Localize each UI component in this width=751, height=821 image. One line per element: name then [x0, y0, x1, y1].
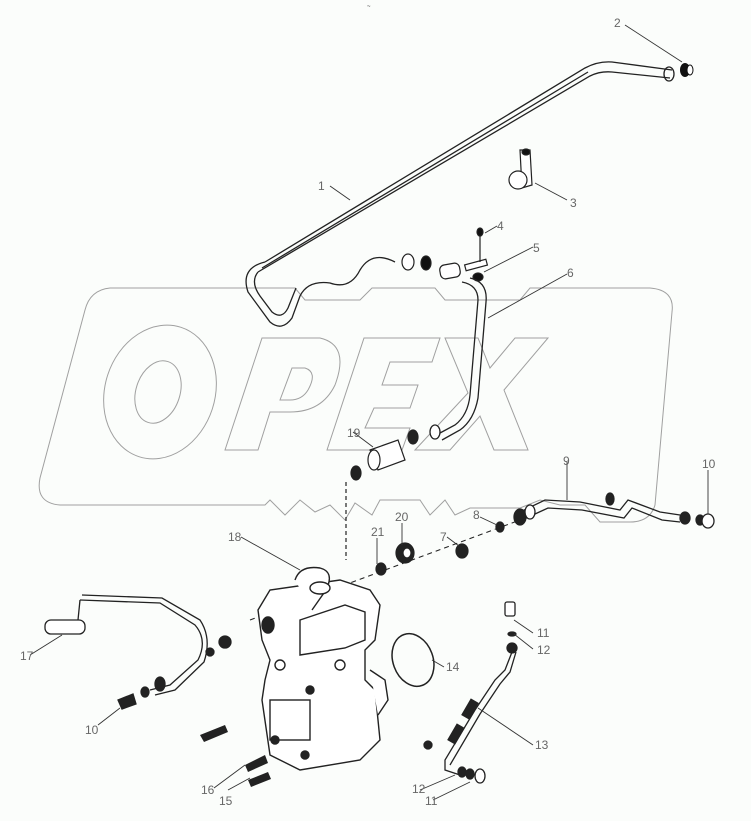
fittings-7-20-21 [375, 542, 469, 576]
part-13-oil-hose [423, 601, 518, 784]
callout-15[interactable]: 15 [219, 794, 233, 808]
callout-1[interactable]: 1 [318, 179, 325, 193]
callout-12-top[interactable]: 12 [537, 643, 551, 657]
callout-13[interactable]: 13 [535, 738, 549, 752]
callout-9[interactable]: 9 [563, 454, 570, 468]
callout-14[interactable]: 14 [446, 660, 460, 674]
callout-17[interactable]: 17 [20, 649, 34, 663]
callout-5[interactable]: 5 [533, 241, 540, 255]
part-18-air-compressor [257, 566, 389, 771]
part-19-rubber-hose [345, 429, 419, 560]
header-mark: ~ [367, 4, 371, 10]
callout-18[interactable]: 18 [228, 530, 242, 544]
callout-16[interactable]: 16 [201, 783, 215, 797]
callout-21[interactable]: 21 [371, 525, 385, 539]
part-9-pipe-assembly [495, 492, 715, 533]
leader-lines [29, 24, 709, 801]
callout-10-left[interactable]: 10 [85, 723, 99, 737]
callout-11-bottom[interactable]: 11 [425, 794, 438, 808]
callout-4[interactable]: 4 [497, 219, 504, 233]
callout-10-right[interactable]: 10 [702, 457, 716, 471]
callout-8[interactable]: 8 [473, 508, 480, 522]
callout-6[interactable]: 6 [567, 266, 574, 280]
part-17-coolant-pipe [44, 594, 232, 710]
callout-2[interactable]: 2 [614, 16, 621, 30]
part-3-bracket [508, 148, 533, 190]
part-6-bent-pipe [429, 277, 487, 441]
opex-watermark [38, 287, 673, 523]
callout-3[interactable]: 3 [570, 196, 577, 210]
bolts-15-16 [200, 725, 271, 787]
callout-11-top[interactable]: 11 [537, 626, 550, 640]
callout-20[interactable]: 20 [395, 510, 409, 524]
callout-12-bottom[interactable]: 12 [412, 782, 426, 796]
hose-connection-upper [401, 227, 489, 282]
callout-7[interactable]: 7 [440, 530, 447, 544]
part-1-long-pipe [245, 61, 675, 327]
callout-19[interactable]: 19 [347, 426, 361, 440]
part-2-hose-clamp [680, 63, 694, 77]
part-14-o-ring [391, 632, 435, 688]
